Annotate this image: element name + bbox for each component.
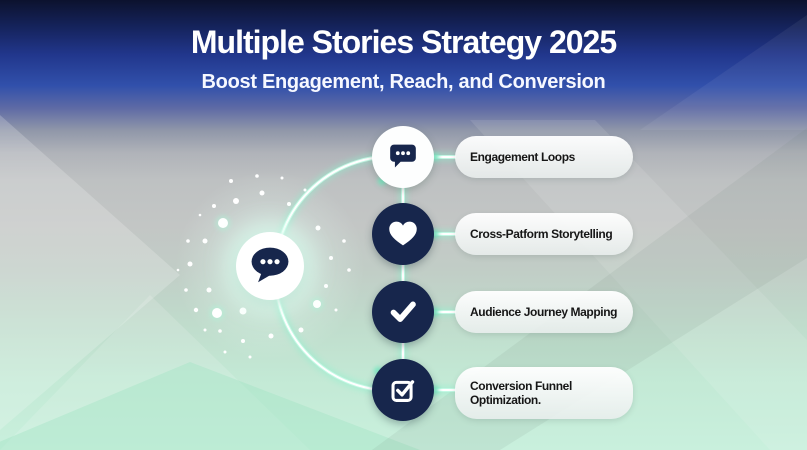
item-label: Cross-Patform Storytelling — [470, 226, 613, 241]
sparkle-burst — [176, 174, 351, 359]
heart-icon — [389, 221, 417, 246]
item-label-pill: Cross-Patform Storytelling — [455, 213, 633, 255]
item-label: Engagement Loops — [470, 149, 575, 164]
page-title: Multiple Stories Strategy 2025 — [190, 24, 617, 60]
item-label-pill: Engagement Loops — [455, 136, 633, 178]
item-label-pill: Audience Journey Mapping — [455, 291, 633, 333]
chat-bubble-icon — [390, 144, 416, 168]
item-icon-circle-engagement — [372, 126, 434, 188]
page-subtitle: Boost Engagement, Reach, and Conversion — [201, 71, 606, 93]
item-icon-circle-storytelling — [372, 203, 434, 265]
center-node — [236, 232, 304, 300]
item-icon-circle-journey — [372, 281, 434, 343]
checkmark-icon — [390, 301, 416, 322]
chat-bubble-icon — [251, 247, 289, 283]
checkbox-checked-icon — [391, 380, 415, 402]
header: Multiple Stories Strategy 2025 Boost Eng… — [0, 0, 807, 94]
item-label-pill: Conversion Funnel Optimization. — [455, 367, 633, 419]
item-label: Conversion Funnel Optimization. — [470, 378, 572, 407]
item-label: Audience Journey Mapping — [470, 304, 618, 319]
item-icon-circle-conversion — [372, 359, 434, 421]
